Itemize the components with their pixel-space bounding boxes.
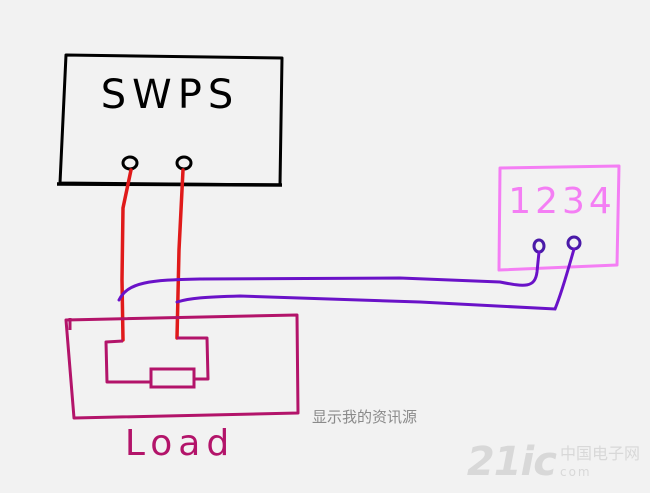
power-wire-left (120, 168, 133, 342)
load-label: Load (125, 423, 235, 464)
resistor (149, 367, 196, 389)
meter-label: 1234 (508, 181, 616, 222)
meter-box (497, 164, 621, 272)
power-supply: SWPS (56, 53, 284, 187)
power-wires (120, 168, 185, 342)
sense-wire-upper (117, 250, 541, 302)
load: Load (64, 313, 300, 464)
power-wire-right (175, 168, 185, 340)
caption-text: 显示我的资讯源 (312, 408, 418, 426)
watermark-brand: 21ic (466, 439, 557, 485)
watermark: 21ic 中国电子网 com (467, 439, 640, 485)
power-supply-baseline (56, 182, 283, 187)
watermark-domain: com (559, 465, 592, 479)
meter: 1234 (497, 164, 621, 272)
load-box (64, 313, 300, 420)
watermark-text-group: 中国电子网 com (560, 445, 640, 485)
power-supply-label: SWPS (101, 72, 239, 118)
meter-terminal-left (532, 238, 546, 254)
sense-wires (117, 247, 576, 311)
load-internal-loop (104, 336, 210, 384)
sense-wire-lower (175, 247, 576, 311)
supply-terminal-left (121, 155, 139, 171)
watermark-cn: 中国电子网 (559, 444, 640, 463)
meter-terminal-right (566, 235, 582, 251)
supply-terminal-right (175, 155, 193, 171)
